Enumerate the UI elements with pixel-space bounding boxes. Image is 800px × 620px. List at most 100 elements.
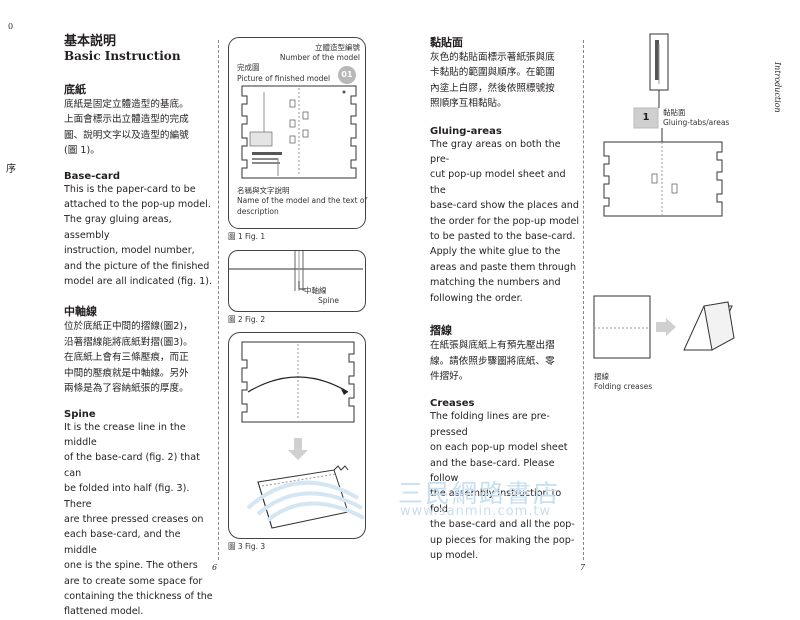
page-title-en: Basic Instruction xyxy=(64,49,181,63)
fig1-finished-en: Picture of finished model xyxy=(237,74,331,83)
page-number-right: 7 xyxy=(580,563,586,572)
page-number-left: 6 xyxy=(212,563,218,572)
fig2-spine-cn: 中軸線 xyxy=(304,286,327,295)
fig1-finished-cn: 完成圖 xyxy=(237,63,260,72)
text-line: 卡黏貼的範圍與順序。在範圍 xyxy=(430,67,555,79)
side-char: 序 xyxy=(6,164,16,175)
text-line: base-card show the places and xyxy=(430,200,579,212)
figure-2-caption: 圖 2 Fig. 2 xyxy=(228,315,266,324)
text-line: 件摺好。 xyxy=(430,370,469,382)
spine-illustration xyxy=(229,251,363,291)
fig1-model-no-en: Number of the model xyxy=(279,53,360,62)
side-label-wrap: Introduction xyxy=(752,62,792,142)
text-line: 中間的壓痕就是中軸線。另外 xyxy=(64,367,189,379)
text-line: be folded into half (fig. 3). There xyxy=(64,483,190,510)
column-middle: 黏貼面 灰色的黏貼面標示著紙張與底 卡黏貼的範圍與順序。在範圍 內塗上白膠，然後… xyxy=(430,34,580,563)
text-line: of the base-card (fig. 2) that can xyxy=(64,452,200,479)
fold-label-en: Folding creases xyxy=(594,382,653,391)
glue-en-heading: Gluing-areas xyxy=(430,125,502,137)
gluing-label-cn: 黏貼面 xyxy=(663,108,686,117)
text-line: up model. xyxy=(430,549,479,561)
text-line: the base-card and all the pop- xyxy=(430,519,575,531)
text-line: and the base-card. Please follow xyxy=(430,457,555,484)
model-number-badge: 01 xyxy=(338,66,356,84)
base-card-illustration xyxy=(241,85,357,179)
base-cn-heading: 底紙 xyxy=(64,83,86,96)
text-line: one is the spine. The others xyxy=(64,560,198,572)
text-line: 圖、說明文字以及造型的編號 xyxy=(64,129,189,141)
text-line: (圖 1)。 xyxy=(64,145,100,157)
text-line: areas and paste them through xyxy=(430,261,577,273)
text-line: attached to the pop-up model. xyxy=(64,199,211,211)
base-en-body: This is the paper-card to be attached to… xyxy=(64,182,214,290)
figure-3-caption: 圖 3 Fig. 3 xyxy=(228,542,266,551)
text-line: 沿著摺線能將底紙對摺(圖3)。 xyxy=(64,336,193,348)
text-line: flattened model. xyxy=(64,606,144,618)
fig1-name-en-2: description xyxy=(237,207,279,216)
text-line: 在紙張與底紙上有預先壓出摺 xyxy=(430,340,555,352)
text-line: each base-card, and the middle xyxy=(64,529,181,556)
glue-cn-body: 灰色的黏貼面標示著紙張與底 卡黏貼的範圍與順序。在範圍 內塗上白膠，然後依照標號… xyxy=(430,50,580,112)
column-left: 基本説明 Basic Instruction 底紙 底紙是固定立體造型的基底。 … xyxy=(64,34,214,620)
fig2-spine-en: Spine xyxy=(318,296,339,305)
glue-cn-heading: 黏貼面 xyxy=(430,36,463,49)
fig1-name-en-1: Name of the model and the text of xyxy=(237,196,368,205)
gluing-label-en: Gluing-tabs/areas xyxy=(663,118,730,127)
text-line: 上面會標示出立體造型的完成 xyxy=(64,114,189,126)
crease-cn-body: 在紙張與底紙上有預先壓出摺 線。請依照步驟圖將底紙、零 件摺好。 xyxy=(430,338,580,384)
text-line: 照順序互相黏貼。 xyxy=(430,98,507,110)
spine-cn-heading: 中軸線 xyxy=(64,305,97,319)
glue-en-body: The gray areas on both the pre- cut pop-… xyxy=(430,137,580,306)
text-line: 在底紙上會有三條壓痕，而正 xyxy=(64,352,189,364)
text-line: are to create some space for xyxy=(64,575,203,587)
text-line: 兩條是為了容納紙張的厚度。 xyxy=(64,383,189,395)
figure-2-frame xyxy=(228,250,366,312)
text-line: are three pressed creases on xyxy=(64,513,204,525)
text-line: on each pop-up model sheet xyxy=(430,442,568,454)
crease-cn-heading: 摺線 xyxy=(430,324,452,338)
text-line: 灰色的黏貼面標示著紙張與底 xyxy=(430,52,555,63)
text-line: to be pasted to the base-card. xyxy=(430,231,576,243)
column-divider-2 xyxy=(583,40,584,560)
text-line: 內塗上白膠，然後依照標號按 xyxy=(430,82,555,94)
column-divider-1 xyxy=(218,40,219,560)
fig1-model-no-cn: 立體造型編號 xyxy=(315,43,360,52)
text-line: instruction, model number, xyxy=(64,245,195,257)
fig1-name-cn: 名稱與文字說明 xyxy=(237,186,290,195)
text-line: This is the paper-card to be xyxy=(64,183,196,195)
base-cn-body: 底紙是固定立體造型的基底。 上面會標示出立體造型的完成 圖、說明文字以及造型的編… xyxy=(64,97,214,159)
crease-en-body: The folding lines are pre-pressed on eac… xyxy=(430,409,580,563)
watermark-cn: 三民網路書店 xyxy=(398,479,561,508)
text-line: cut pop-up model sheet and the xyxy=(430,169,566,196)
text-line: the assembly instruction to fold xyxy=(430,488,562,515)
text-line: the order for the pop-up model xyxy=(430,215,580,227)
base-en-heading: Base-card xyxy=(64,170,121,182)
spine-en-heading: Spine xyxy=(64,408,96,420)
text-line: 位於底紙正中間的摺線(圖2)， xyxy=(64,321,193,333)
text-line: It is the crease line in the middle xyxy=(64,421,186,448)
folding-crease-illustration xyxy=(593,295,735,359)
text-line: matching the numbers and xyxy=(430,277,561,289)
side-label: Introduction xyxy=(773,62,782,113)
figure-1-frame xyxy=(228,37,366,229)
gluing-number: 1 xyxy=(642,112,650,123)
watermark-logo xyxy=(246,480,365,522)
figure-3-frame xyxy=(228,332,366,539)
text-line: containing the thickness of the xyxy=(64,590,213,602)
text-line: and the picture of the finished xyxy=(64,260,210,272)
text-line: The gray gluing areas, assembly xyxy=(64,214,172,241)
text-line: 線。請依照步驟圖將底紙、零 xyxy=(430,355,555,367)
text-line: model are all indicated (fig. 1). xyxy=(64,276,213,288)
fold-label-cn: 摺線 xyxy=(594,372,609,381)
text-line: The folding lines are pre-pressed xyxy=(430,411,550,438)
text-line: Apply the white glue to the xyxy=(430,246,561,258)
text-line: up pieces for making the pop- xyxy=(430,534,575,546)
figure-1-caption: 圖 1 Fig. 1 xyxy=(228,232,266,241)
spine-en-body: It is the crease line in the middle of t… xyxy=(64,420,214,620)
text-line: following the order. xyxy=(430,292,523,304)
gluing-tabs-illustration xyxy=(603,33,723,217)
text-line: The gray areas on both the pre- xyxy=(430,138,561,166)
crease-en-heading: Creases xyxy=(430,398,475,410)
watermark-url: www.sanmin.com.tw xyxy=(400,504,552,519)
spine-cn-body: 位於底紙正中間的摺線(圖2)， 沿著摺線能將底紙對摺(圖3)。 在底紙上會有三條… xyxy=(64,319,214,396)
